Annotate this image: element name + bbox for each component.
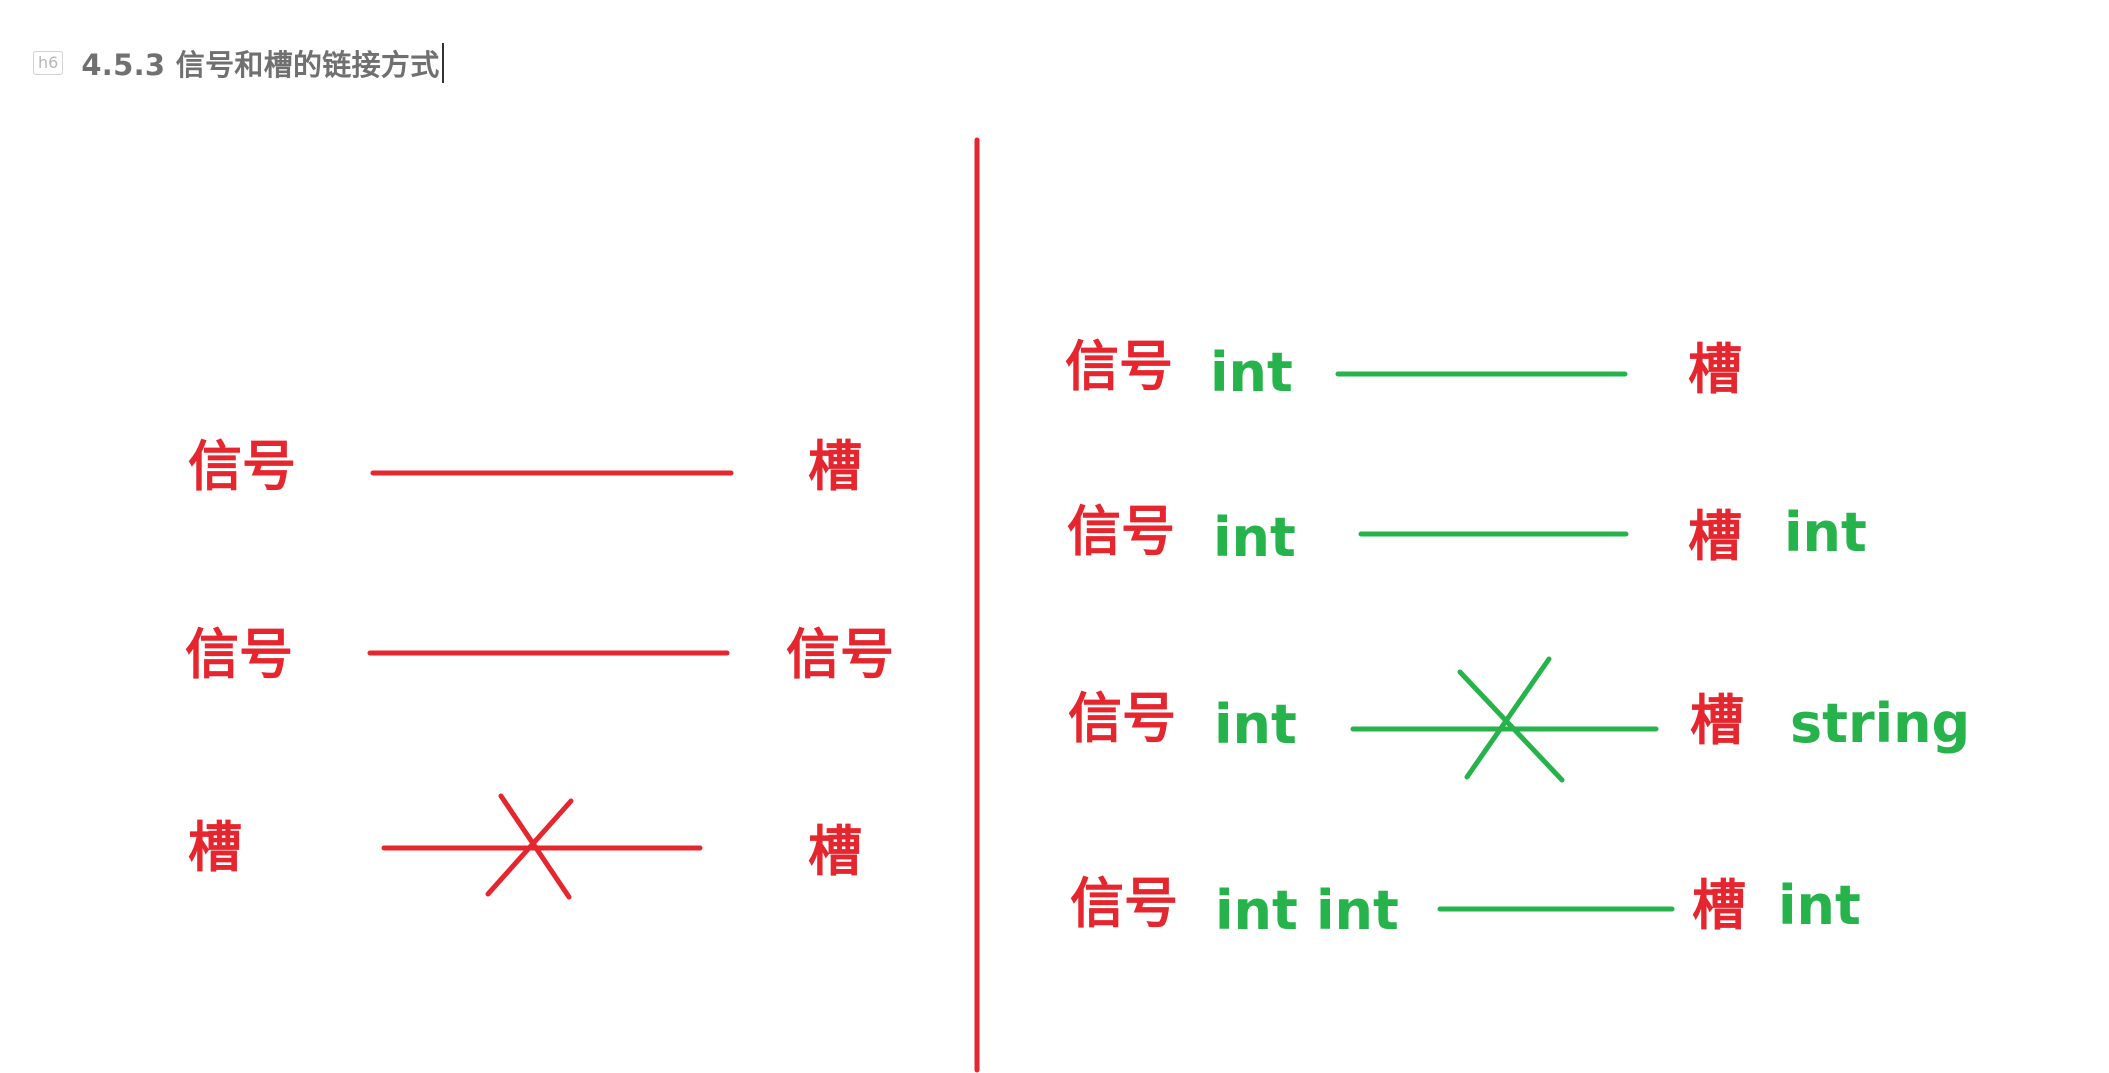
right-row-from-label: 信号 [1070, 872, 1178, 935]
left-row: 信号 信号 [185, 623, 894, 686]
heading-row: h6 4.5.3 信号和槽的链接方式 [33, 40, 444, 86]
right-row: 信号 int 槽 [1065, 335, 1742, 404]
right-row-to-type: string [1790, 692, 1970, 755]
right-row-to-label: 槽 [1692, 874, 1746, 937]
left-row-from-label: 槽 [188, 816, 242, 879]
right-row-to-type: int [1784, 501, 1867, 564]
left-panel: 信号 槽 信号 信号 槽 槽 [185, 435, 894, 900]
right-row-to-label: 槽 [1690, 689, 1744, 752]
text-cursor [441, 43, 444, 83]
right-row-from-label: 信号 [1067, 500, 1175, 563]
right-row-from-type: int [1210, 341, 1293, 404]
left-row-to-label: 槽 [808, 820, 862, 883]
page-title[interactable]: 4.5.3 信号和槽的链接方式 [81, 48, 440, 82]
right-row: 信号 int 槽 string [1068, 656, 1970, 783]
heading-level-badge[interactable]: h6 [33, 51, 64, 75]
left-row: 信号 槽 [188, 435, 862, 498]
right-row: 信号 int 槽 int [1067, 500, 1867, 569]
right-row-from-label: 信号 [1068, 687, 1176, 750]
left-row-from-label: 信号 [185, 623, 293, 686]
right-row-to-type: int [1778, 874, 1861, 937]
cross-mark-icon [485, 793, 574, 900]
right-row-from-type: int [1316, 879, 1399, 942]
right-row-from-type: int [1213, 506, 1296, 569]
cross-mark-icon [1457, 656, 1565, 783]
right-row-to-label: 槽 [1688, 505, 1742, 568]
left-row-to-label: 信号 [786, 623, 894, 686]
right-row: 信号 int int 槽 int [1070, 872, 1861, 942]
left-row: 槽 槽 [188, 793, 862, 900]
left-row-to-label: 槽 [808, 435, 862, 498]
right-row-from-label: 信号 [1065, 335, 1173, 398]
right-row-from-type: int [1214, 693, 1297, 756]
left-row-from-label: 信号 [188, 435, 296, 498]
right-row-from-type: int [1215, 879, 1298, 942]
right-row-to-label: 槽 [1688, 338, 1742, 401]
right-panel: 信号 int 槽 信号 int 槽 int 信号 int 槽 string [1065, 335, 1970, 942]
